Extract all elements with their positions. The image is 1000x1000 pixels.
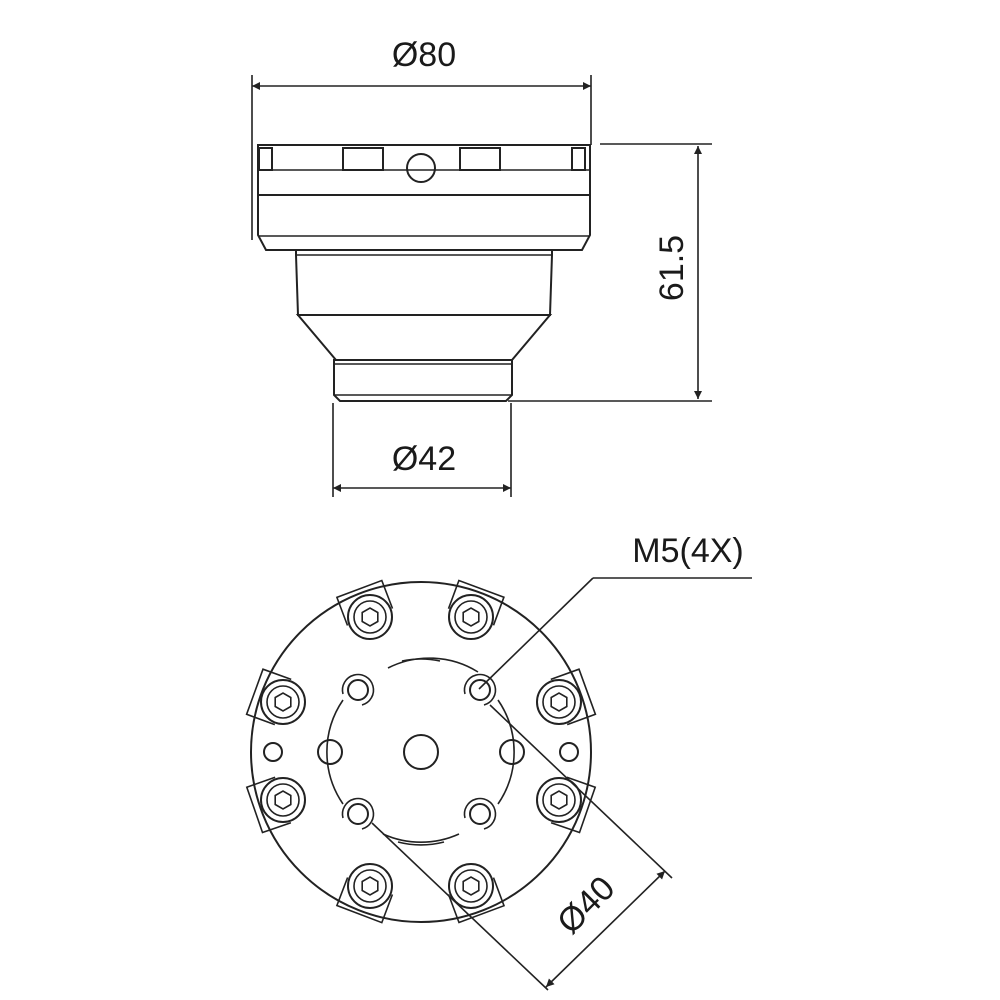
screw-pocket xyxy=(550,668,597,726)
center-hole-icon xyxy=(403,734,439,770)
threaded-hole-icon xyxy=(347,803,369,825)
hex-socket-icon xyxy=(462,607,480,627)
middle-body xyxy=(295,249,553,316)
thread-arc xyxy=(463,797,497,830)
hex-socket-icon xyxy=(550,790,568,810)
dimension-diameter-80: Ø80 xyxy=(251,36,592,240)
hex-socket-icon xyxy=(274,692,292,712)
hex-socket-icon xyxy=(462,876,480,896)
bolt-circle-arc xyxy=(326,657,515,844)
cap-screw-rim xyxy=(454,869,488,903)
bolt-circle-arc-dash xyxy=(401,658,441,662)
pin-hole-icon xyxy=(406,153,436,183)
locating-hole-icon xyxy=(499,739,525,765)
thread-arc xyxy=(341,673,375,706)
threaded-hole-icon xyxy=(347,679,369,701)
cap-screw-rim xyxy=(353,600,387,634)
screw-pocket xyxy=(550,776,597,834)
dimension-diameter-42: Ø42 xyxy=(332,403,512,497)
locating-hole-icon xyxy=(317,739,343,765)
thread-label: M5(4X) xyxy=(632,532,743,570)
screw-pocket xyxy=(335,579,394,626)
cap-screw-rim xyxy=(266,685,300,719)
rim-hole-icon xyxy=(263,742,283,762)
dim-label-height: 61.5 xyxy=(653,235,691,301)
screw-pocket xyxy=(447,579,505,626)
cap-screw-rim xyxy=(542,783,576,817)
cap-screw-rim xyxy=(266,783,300,817)
thread-arc xyxy=(463,673,497,706)
hex-socket-icon xyxy=(550,692,568,712)
dim-label-bottom-diameter: Ø42 xyxy=(392,440,456,478)
outer-flange-circle xyxy=(250,581,592,923)
cap-screw-rim xyxy=(454,600,488,634)
top-view: M5(4X) Ø40 xyxy=(245,532,752,991)
bolt-circle-label: Ø40 xyxy=(550,869,622,941)
dimension-height: 61.5 xyxy=(508,143,712,402)
bottom-spigot xyxy=(333,359,513,402)
thread-callout: M5(4X) xyxy=(478,532,752,690)
rim-hole-icon xyxy=(559,742,579,762)
thread-arc xyxy=(341,797,375,830)
hex-socket-icon xyxy=(361,607,379,627)
top-flange xyxy=(257,144,591,251)
cap-screw-rim xyxy=(353,869,387,903)
taper-section xyxy=(295,314,553,361)
screw-pocket xyxy=(245,668,292,726)
hex-socket-icon xyxy=(274,790,292,810)
screw-pocket xyxy=(335,877,394,924)
threaded-hole-icon xyxy=(469,803,491,825)
dim-label-top-diameter: Ø80 xyxy=(392,36,456,74)
threaded-hole-icon xyxy=(469,679,491,701)
hex-socket-icon xyxy=(361,876,379,896)
screw-pocket xyxy=(447,877,506,924)
screw-pocket xyxy=(245,776,292,834)
bolt-circle-arc-dash-bottom xyxy=(397,841,445,846)
cap-screw-rim xyxy=(542,685,576,719)
side-view: Ø80 61.5 Ø42 xyxy=(251,36,712,497)
